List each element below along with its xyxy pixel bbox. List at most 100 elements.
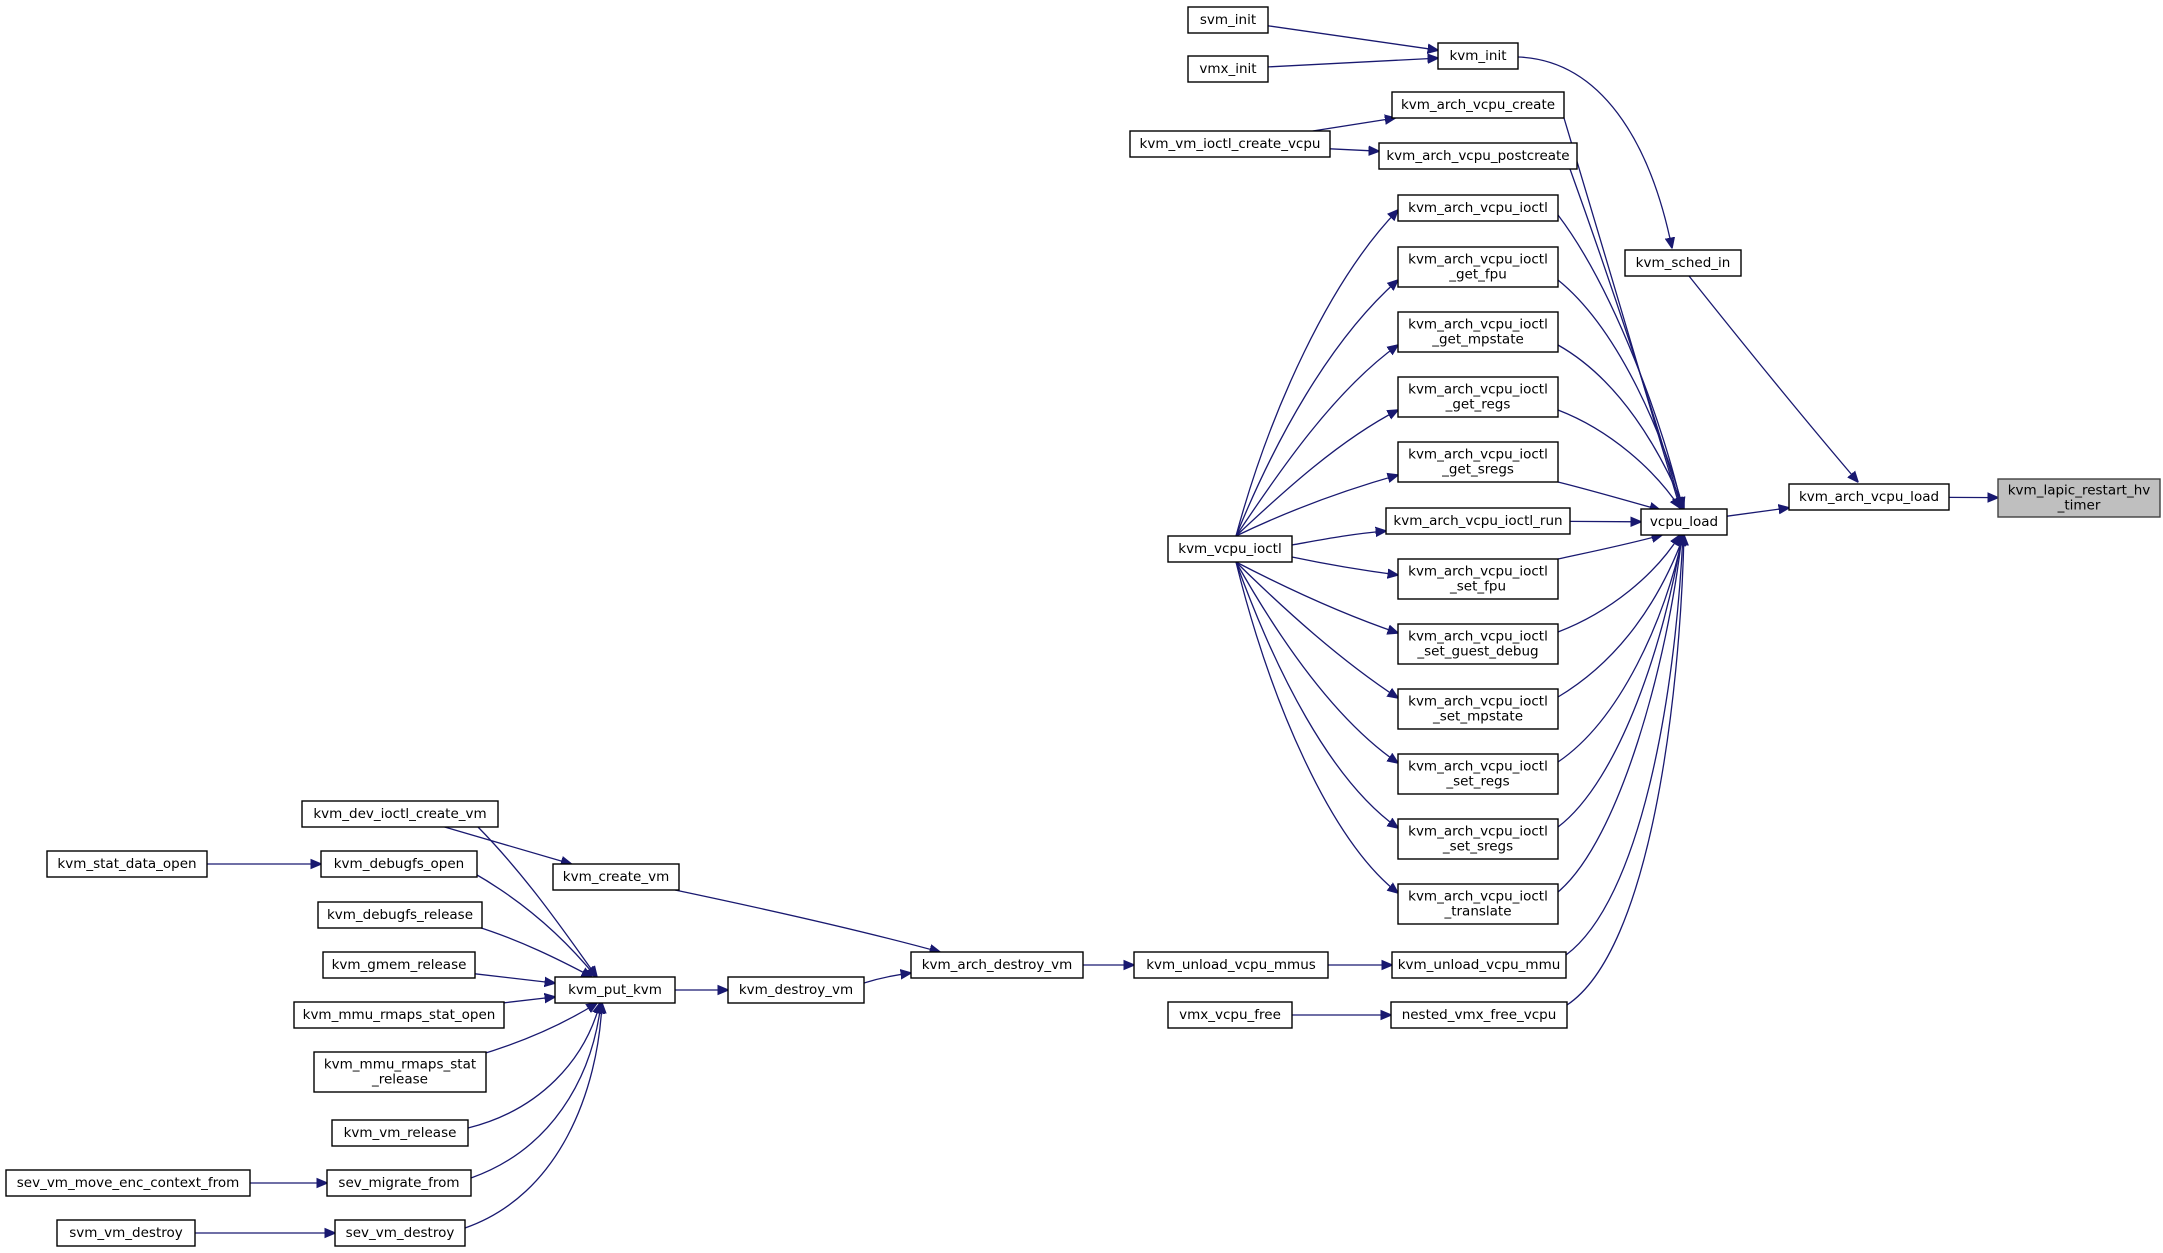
node-box [1397,376,1559,418]
node-label: _timer [2057,498,2101,514]
node-kvm_arch_vcpu_ioctl[interactable]: kvm_arch_vcpu_ioctl [1397,194,1559,222]
node-kvm_arch_vcpu_ioctl_get_regs[interactable]: kvm_arch_vcpu_ioctl_get_regs [1397,376,1559,418]
edge-kvm_vcpu_ioctl-to-kvm_arch_vcpu_ioctl_run [1291,531,1386,546]
edge-kvm_arch_vcpu_ioctl_translate-to-vcpu_load [1557,535,1682,893]
node-label: kvm_arch_vcpu_ioctl [1408,759,1548,775]
edge-kvm_unload_vcpu_mmu-to-vcpu_load [1565,535,1683,956]
node-kvm_init[interactable]: kvm_init [1437,42,1519,70]
node-svm_vm_destroy[interactable]: svm_vm_destroy [56,1219,196,1247]
edge-kvm_arch_vcpu_ioctl_set_fpu-to-vcpu_load [1557,535,1662,560]
node-kvm_lapic_restart_hv_timer[interactable]: kvm_lapic_restart_hv_timer [1997,478,2161,518]
node-box [554,976,676,1004]
node-svm_init[interactable]: svm_init [1187,6,1269,34]
node-kvm_mmu_rmaps_stat_open[interactable]: kvm_mmu_rmaps_stat_open [293,1001,505,1029]
edge-sev_migrate_from-to-kvm_put_kvm [470,1003,601,1179]
node-label: kvm_lapic_restart_hv [2008,483,2151,499]
node-box [1437,42,1519,70]
node-kvm_vcpu_ioctl[interactable]: kvm_vcpu_ioctl [1167,535,1293,563]
node-kvm_vm_release[interactable]: kvm_vm_release [331,1119,469,1147]
edge-sev_vm_destroy-to-kvm_put_kvm [464,1003,602,1229]
node-vcpu_load[interactable]: vcpu_load [1640,508,1728,536]
node-box [1397,753,1559,795]
node-kvm_put_kvm[interactable]: kvm_put_kvm [554,976,676,1004]
node-kvm_arch_vcpu_ioctl_set_regs[interactable]: kvm_arch_vcpu_ioctl_set_regs [1397,753,1559,795]
edge-kvm_dev_ioctl_create_vm-to-kvm_create_vm [444,826,572,864]
node-box [1385,507,1571,535]
node-kvm_arch_vcpu_load[interactable]: kvm_arch_vcpu_load [1788,483,1950,511]
node-kvm_debugfs_release[interactable]: kvm_debugfs_release [317,901,483,929]
edge-kvm_destroy_vm-to-kvm_arch_destroy_vm [863,973,911,984]
node-kvm_arch_vcpu_postcreate[interactable]: kvm_arch_vcpu_postcreate [1378,142,1578,170]
node-kvm_arch_destroy_vm[interactable]: kvm_arch_destroy_vm [910,951,1084,979]
node-sev_vm_destroy[interactable]: sev_vm_destroy [334,1219,466,1247]
node-box [1397,558,1559,600]
node-kvm_unload_vcpu_mmus[interactable]: kvm_unload_vcpu_mmus [1133,951,1329,979]
node-label: kvm_arch_vcpu_ioctl [1408,252,1548,268]
node-box [1397,688,1559,730]
edge-kvm_arch_vcpu_ioctl_get_fpu-to-vcpu_load [1557,279,1683,508]
node-label: kvm_sched_in [1636,255,1731,271]
node-kvm_unload_vcpu_mmu[interactable]: kvm_unload_vcpu_mmu [1391,951,1567,979]
node-kvm_sched_in[interactable]: kvm_sched_in [1624,249,1742,277]
node-box [326,1169,472,1197]
node-box [727,976,865,1004]
node-kvm_vm_ioctl_create_vcpu[interactable]: kvm_vm_ioctl_create_vcpu [1129,130,1331,158]
edge-kvm_arch_vcpu_create-to-vcpu_load [1563,117,1680,508]
node-sev_migrate_from[interactable]: sev_migrate_from [326,1169,472,1197]
node-kvm_arch_vcpu_ioctl_run[interactable]: kvm_arch_vcpu_ioctl_run [1385,507,1571,535]
node-box [1391,91,1565,119]
node-box [320,850,478,878]
node-sev_vm_move_enc_context_from[interactable]: sev_vm_move_enc_context_from [5,1169,251,1197]
node-kvm_arch_vcpu_ioctl_set_mpstate[interactable]: kvm_arch_vcpu_ioctl_set_mpstate [1397,688,1559,730]
node-label: kvm_arch_vcpu_create [1401,97,1555,113]
edge-kvm_vcpu_ioctl-to-kvm_arch_vcpu_ioctl_set_fpu [1291,556,1398,575]
node-nested_vmx_free_vcpu[interactable]: nested_vmx_free_vcpu [1390,1001,1568,1029]
edge-kvm_arch_vcpu_ioctl_set_sregs-to-vcpu_load [1557,535,1682,828]
node-kvm_arch_vcpu_create[interactable]: kvm_arch_vcpu_create [1391,91,1565,119]
node-label: kvm_arch_vcpu_ioctl [1408,317,1548,333]
node-box [1397,441,1559,483]
node-label: vmx_vcpu_free [1179,1007,1281,1023]
node-kvm_arch_vcpu_ioctl_set_guest_debug[interactable]: kvm_arch_vcpu_ioctl_set_guest_debug [1397,623,1559,665]
edge-kvm_debugfs_release-to-kvm_put_kvm [474,925,592,977]
node-kvm_create_vm[interactable]: kvm_create_vm [552,863,680,891]
edges [195,25,1998,1233]
node-kvm_destroy_vm[interactable]: kvm_destroy_vm [727,976,865,1004]
node-vmx_init[interactable]: vmx_init [1187,55,1269,83]
edge-kvm_debugfs_open-to-kvm_put_kvm [471,871,596,977]
edge-kvm_arch_vcpu_ioctl_set_regs-to-vcpu_load [1557,535,1683,763]
node-kvm_arch_vcpu_ioctl_get_mpstate[interactable]: kvm_arch_vcpu_ioctl_get_mpstate [1397,311,1559,353]
node-label: _set_mpstate [1432,709,1523,725]
node-label: kvm_arch_vcpu_ioctl_run [1393,513,1562,529]
nodes: kvm_lapic_restart_hv_timer kvm_arch_vcpu_… [5,6,2161,1247]
node-kvm_stat_data_open[interactable]: kvm_stat_data_open [46,850,208,878]
node-label: kvm_vcpu_ioctl [1178,541,1281,557]
node-kvm_arch_vcpu_ioctl_get_sregs[interactable]: kvm_arch_vcpu_ioctl_get_sregs [1397,441,1559,483]
edge-kvm_vcpu_ioctl-to-kvm_arch_vcpu_ioctl_get_mpstate [1235,345,1398,537]
node-kvm_dev_ioctl_create_vm[interactable]: kvm_dev_ioctl_create_vm [301,800,499,828]
node-label: _translate [1443,904,1511,920]
node-box [313,1051,487,1093]
node-label: kvm_gmem_release [332,957,467,973]
node-kvm_arch_vcpu_ioctl_set_sregs[interactable]: kvm_arch_vcpu_ioctl_set_sregs [1397,818,1559,860]
edge-kvm_vcpu_ioctl-to-kvm_arch_vcpu_ioctl_set_guest_debug [1235,561,1398,633]
node-kvm_debugfs_open[interactable]: kvm_debugfs_open [320,850,478,878]
node-box [1397,818,1559,860]
node-kvm_gmem_release[interactable]: kvm_gmem_release [322,951,476,979]
node-kvm_arch_vcpu_ioctl_translate[interactable]: kvm_arch_vcpu_ioctl_translate [1397,883,1559,925]
node-vmx_vcpu_free[interactable]: vmx_vcpu_free [1167,1001,1293,1029]
node-label: kvm_debugfs_open [334,856,465,872]
node-box [1624,249,1742,277]
node-label: kvm_debugfs_release [327,907,473,923]
node-label: _get_regs [1445,397,1511,413]
node-box [1640,508,1728,536]
node-box [1390,1001,1568,1029]
node-box [910,951,1084,979]
node-kvm_arch_vcpu_ioctl_get_fpu[interactable]: kvm_arch_vcpu_ioctl_get_fpu [1397,246,1559,288]
edge-vmx_init-to-kvm_init [1267,58,1438,68]
node-kvm_mmu_rmaps_stat_release[interactable]: kvm_mmu_rmaps_stat_release [313,1051,487,1093]
node-kvm_arch_vcpu_ioctl_set_fpu[interactable]: kvm_arch_vcpu_ioctl_set_fpu [1397,558,1559,600]
node-box [1397,311,1559,353]
node-label: kvm_create_vm [563,869,669,885]
edge-nested_vmx_free_vcpu-to-vcpu_load [1566,535,1684,1006]
